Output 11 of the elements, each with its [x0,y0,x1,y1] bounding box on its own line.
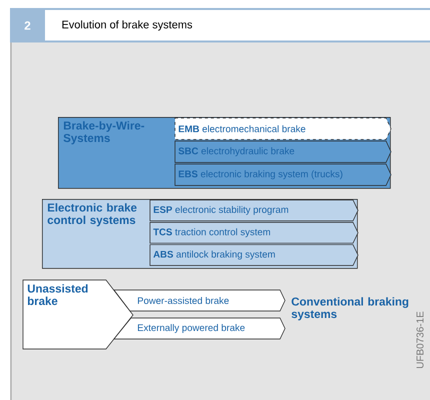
label: Conventional braking systems [292,297,408,320]
title: Evolution of brake systems [62,20,192,31]
figure-number: 2 [10,9,45,42]
arrow-band: ESP electronic stability program [150,200,358,222]
arrow-band: EMB electromechanical brake [174,118,392,140]
arrow-band: SBC electrohydraulic brake [174,140,392,163]
arrow-band: ABS antilock braking system [150,244,358,266]
figure-code: UFB0736-1E [416,312,424,368]
arrow-band: TCS traction control system [150,222,358,244]
pentagon-box: Unassisted brake [22,280,134,350]
arrow-band: EBS electronic braking system (trucks) [174,164,392,186]
